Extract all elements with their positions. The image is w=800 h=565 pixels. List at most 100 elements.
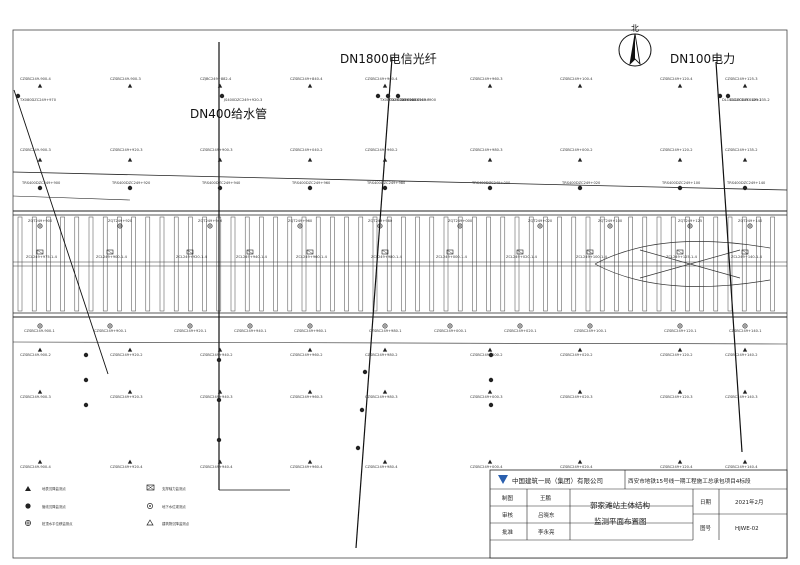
pile-column — [330, 216, 335, 312]
point-label: CZSBC249+940-1 — [234, 329, 266, 333]
force-marker — [741, 249, 749, 255]
pile-column — [514, 216, 520, 312]
settlement-marker — [487, 347, 493, 352]
pile-marker — [107, 323, 113, 329]
pipelines — [12, 42, 788, 549]
point-label: CZSBC249+120-4 — [660, 77, 693, 81]
pile-marker — [537, 223, 543, 229]
pile-marker — [307, 323, 313, 329]
point-label: CZSBC249+120-2 — [660, 148, 692, 152]
point-label: CZSBC249+040-2 — [290, 148, 322, 152]
pipe-marker — [216, 437, 222, 443]
force-point-label: ZCL249+920-1-4 — [176, 255, 208, 259]
settlement-marker — [307, 389, 313, 394]
pile-column — [117, 216, 122, 312]
settlement-marker — [307, 347, 313, 352]
settlement-marker — [37, 347, 43, 352]
settlement-marker — [37, 459, 43, 464]
pipe-marker — [488, 377, 494, 383]
point-label: CZSBC249+140-1 — [729, 329, 761, 333]
pipe-point-label: JS400DZC249+920-3 — [223, 98, 262, 102]
settlement-marker — [217, 157, 223, 162]
point-label: CZSBC249+120-3 — [660, 395, 692, 399]
pipe-marker — [742, 185, 748, 191]
drawing-border — [12, 29, 788, 559]
legend-item: 桩顶水平位移监测点 — [25, 520, 73, 526]
settlement-marker — [217, 83, 223, 88]
point-label: CZSBC249+140-2 — [725, 353, 757, 357]
pile-marker — [687, 223, 693, 229]
pile-marker — [297, 223, 303, 229]
pile-column — [486, 216, 491, 312]
point-label: CZSBC249+000-1 — [434, 329, 466, 333]
settlement-marker — [382, 347, 388, 352]
settlement-marker — [677, 389, 683, 394]
force-point-label: ZCL249+900-1-4 — [96, 255, 128, 259]
point-label: CZSBC249+960-3 — [470, 77, 502, 81]
point-label: CZSBC249+125-3 — [725, 77, 757, 81]
pile-marker — [457, 223, 463, 229]
force-marker — [306, 249, 314, 255]
pile-column — [259, 216, 264, 312]
pile-column — [571, 216, 577, 312]
pipe-marker — [375, 93, 381, 99]
settlement-marker — [577, 157, 583, 162]
point-label: CZSBC249+940-3 — [200, 395, 232, 399]
upper-road-line — [12, 171, 788, 191]
point-label: CZSBC249-900-4 — [20, 77, 51, 81]
no-value: HJWE-02 — [735, 526, 759, 532]
force-marker — [381, 249, 389, 255]
date-label: 日期 — [700, 499, 712, 506]
role-draw: 制图 — [502, 494, 514, 502]
drawing-title-1: 郭家滩站主体结构 — [590, 500, 650, 510]
force-point-label: ZCL249+975-1-4 — [26, 255, 58, 259]
point-label: CZSBC249+920-1 — [174, 329, 206, 333]
point-label: CZSBC249+940-2 — [200, 353, 232, 357]
force-point-label: ZCL249+940-1-4 — [236, 255, 268, 259]
pipe-marker — [307, 185, 313, 191]
pile-marker — [187, 323, 193, 329]
point-label: CZSBC249-900-3 — [20, 148, 51, 152]
settlement-marker — [742, 83, 748, 88]
pile-column — [699, 216, 704, 312]
north-label: 北 — [631, 24, 639, 33]
settlement-marker — [577, 347, 583, 352]
lower-road-line — [12, 341, 788, 345]
settlement-marker — [487, 389, 493, 394]
settlement-marker — [127, 389, 133, 394]
point-label: CZSBC249-900-2 — [20, 353, 51, 357]
pipe-marker — [83, 377, 89, 383]
settlement-marker — [37, 389, 43, 394]
settlement-marker — [127, 347, 133, 352]
force-point-label: ZCL249+125-1-4 — [666, 255, 698, 259]
pile-marker — [37, 323, 43, 329]
settlement-marker — [577, 389, 583, 394]
force-point-label: ZCL249+100-1-4 — [576, 255, 608, 259]
settlement-marker — [677, 83, 683, 88]
pipe-point-label: TX080DZC249+900 — [399, 98, 437, 102]
name-draw: 王鹏 — [540, 494, 552, 502]
pipe-label-water: DN400给水管 — [190, 106, 267, 121]
point-label: CZSBC249+140-4 — [725, 465, 758, 469]
settlement-marker — [742, 157, 748, 162]
force-point-label: ZCL249+000-1-4 — [436, 255, 468, 259]
pile-column — [358, 216, 364, 312]
pile-column — [415, 216, 420, 312]
pile-point-label: ZQT249+140 — [738, 219, 763, 223]
pile-column — [131, 216, 136, 312]
role-review: 审核 — [502, 511, 514, 519]
settlement-marker — [382, 83, 388, 88]
settlement-marker — [217, 389, 223, 394]
pipe-marker — [385, 93, 391, 99]
pipe-marker — [382, 185, 388, 191]
settlement-marker — [127, 83, 133, 88]
settlement-marker — [487, 157, 493, 162]
point-label: CZSBC249+000-2 — [560, 148, 592, 152]
pile-column — [88, 216, 94, 312]
pile-column — [429, 216, 435, 312]
pile-columns — [17, 216, 775, 312]
settlement-marker — [307, 157, 313, 162]
settlement-marker — [742, 389, 748, 394]
force-marker — [36, 249, 44, 255]
